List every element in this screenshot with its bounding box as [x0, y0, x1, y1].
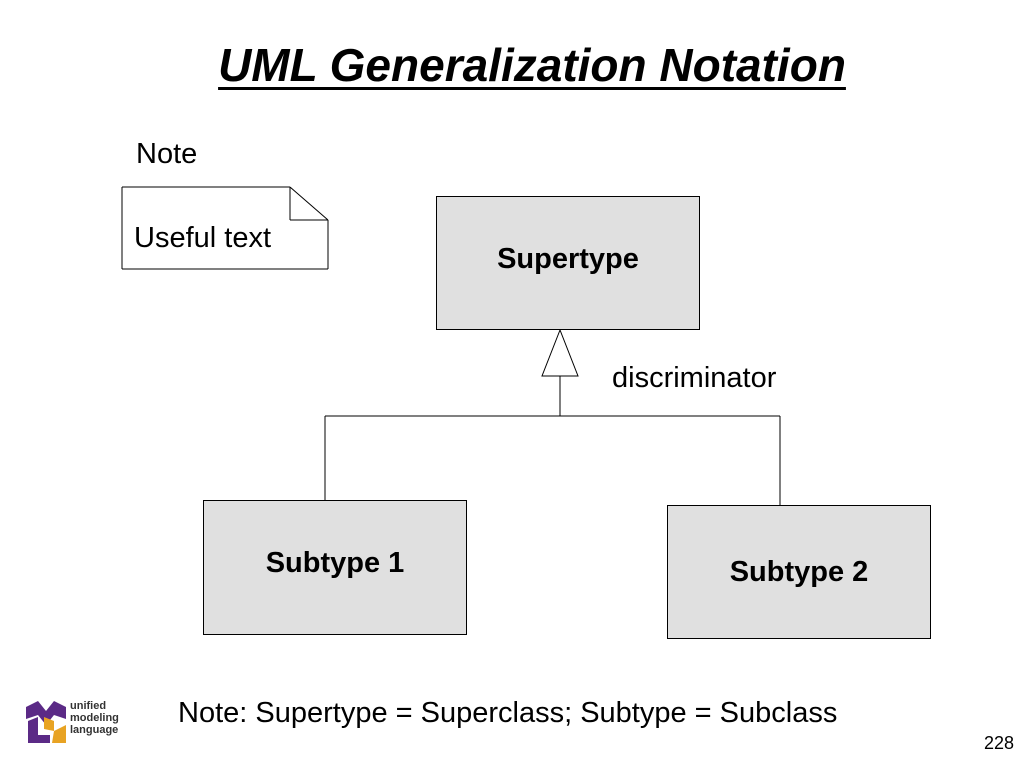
logo-line-language: language	[70, 724, 119, 736]
logo-line-modeling: modeling	[70, 712, 119, 724]
discriminator-label: discriminator	[612, 362, 777, 394]
subtype1-box: Subtype 1	[203, 500, 467, 635]
uml-logo: unified modeling language	[24, 697, 154, 747]
supertype-label: Supertype	[497, 242, 639, 275]
page-number: 228	[983, 733, 1014, 753]
logo-line-unified: unified	[70, 700, 107, 712]
generalization-arrowhead	[541, 328, 579, 377]
note-text: Useful text	[134, 222, 271, 254]
uml-logo-text: unified modeling language	[70, 700, 119, 736]
supertype-box: Supertype	[436, 196, 700, 330]
note-shape	[121, 186, 329, 270]
note-label: Note	[136, 138, 198, 170]
footnote: Note: Supertype = Superclass; Subtype = …	[178, 697, 838, 729]
slide-title: UML Generalization Notation	[218, 39, 846, 91]
subtype1-label: Subtype 1	[265, 547, 405, 579]
subtype2-box: Subtype 2	[667, 505, 931, 639]
subtype2-label: Subtype 2	[729, 555, 869, 588]
uml-logo-icon	[26, 701, 66, 743]
